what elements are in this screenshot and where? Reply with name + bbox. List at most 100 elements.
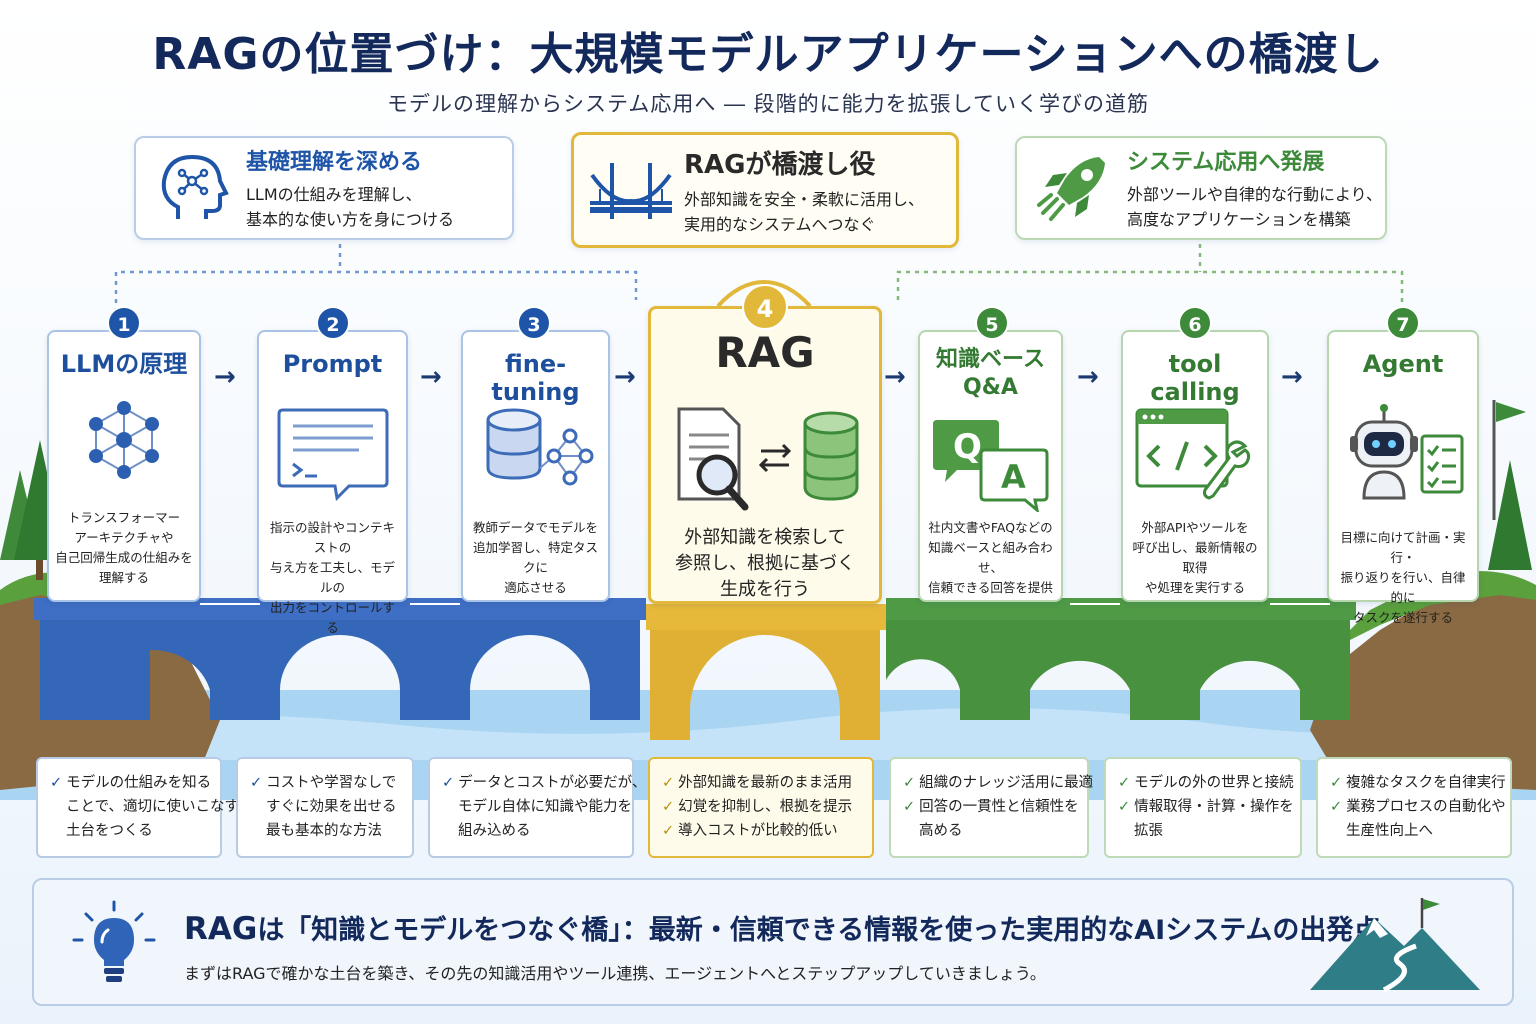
connector-foundation	[114, 270, 638, 312]
bridge-deck-blue	[34, 598, 646, 620]
check-icon: ✓	[1330, 799, 1343, 815]
river-wave	[0, 707, 1536, 760]
svg-text:A: A	[1001, 458, 1026, 496]
step-number-5: 5	[975, 306, 1009, 340]
arrow-right-icon: →	[214, 362, 236, 392]
check-icon: ✓	[662, 799, 675, 815]
step-card-knowledge-qa: 知識ベース Q&A Q A 社内文書やFAQなどの 知識ベースと組み合わせ、 信…	[918, 330, 1063, 602]
step-desc-line: 外部APIやツールを	[1141, 520, 1249, 535]
page-subtitle: モデルの理解からシステム応用へ ― 段階的に能力を拡張していく学びの道筋	[386, 92, 1150, 116]
step-name: RAG	[715, 328, 815, 377]
step-desc-line: タスクを遂行する	[1352, 610, 1453, 625]
check-icon: ✓	[250, 775, 263, 791]
benefit-card-knowledge-qa: ✓組織のナレッジ活用に最適 ✓回答の一貫性と信頼性を 高める	[889, 757, 1093, 858]
banner-headline-rag: RAG	[184, 911, 258, 947]
step-card-rag: RAG 外部知識を検索して 参照し、根拠に基づく 生成を行う	[648, 306, 882, 604]
group-application-title: システム応用へ発展	[1127, 150, 1325, 175]
step-name: fine-tuning	[491, 350, 580, 406]
connector-application	[896, 270, 1404, 312]
group-foundation-line2: 基本的な使い方を身につける	[246, 210, 455, 229]
bridge-arch-gold	[650, 630, 880, 740]
banner-subtext: まずはRAGで確かな土台を築き、その先の知識活用やツール連携、エージェントへとス…	[184, 964, 1046, 983]
group-foundation: 基礎理解を深める LLMの仕組みを理解し、 基本的な使い方を身につける	[134, 136, 514, 240]
benefit-line: 組織のナレッジ活用に最適	[919, 775, 1094, 791]
group-bridge-line1: 外部知識を安全・柔軟に活用し、	[684, 189, 925, 209]
check-icon: ✓	[442, 775, 455, 791]
benefit-line: 拡張	[1134, 823, 1163, 839]
check-icon: ✓	[1118, 799, 1131, 815]
benefit-line: 情報取得・計算・操作を	[1134, 799, 1294, 815]
banner-headline-text: は「知識とモデルをつなぐ橋」：最新・信頼できる情報を使った実用的なAIシステムの…	[257, 915, 1381, 946]
rocket-icon	[1037, 157, 1105, 221]
database-network-icon	[486, 408, 593, 486]
benefit-line: データとコストが必要だが、	[458, 775, 647, 791]
bridge-deck-gold	[646, 604, 886, 630]
head-network-icon	[161, 154, 229, 219]
step-desc-line: 振り返りを行い、自律的に	[1340, 570, 1466, 605]
step-number-6: 6	[1178, 306, 1212, 340]
qa-bubbles-icon: Q A	[932, 420, 1048, 512]
bridge-icon	[590, 163, 672, 219]
step-card-prompt: Prompt 指示の設計やコンテキストの 与え方を工夫し、モデルの 出力をコント…	[257, 330, 408, 635]
check-icon: ✓	[1118, 775, 1131, 791]
benefit-card-fine-tuning: ✓データとコストが必要だが、 モデル自体に知識や能力を 組み込める	[428, 757, 646, 858]
step-number-1: 1	[107, 306, 141, 340]
lightbulb-icon	[72, 900, 156, 982]
check-icon: ✓	[1330, 775, 1343, 791]
step-desc-line: 信頼できる回答を提供	[928, 580, 1053, 595]
step-desc-line: 呼び出し、最新情報の取得	[1132, 540, 1258, 575]
step-desc-line: や処理を実行する	[1144, 580, 1245, 595]
right-trees	[1488, 460, 1532, 570]
benefit-line: モデルの外の世界と接続	[1134, 775, 1294, 791]
step-desc-line: 生成を行う	[720, 579, 810, 600]
step-desc-line: 追加学習し、特定タスクに	[472, 540, 598, 575]
group-application: システム応用へ発展 外部ツールや自律的な行動により、 高度なアプリケーションを構…	[1015, 136, 1387, 240]
group-bridge-line2: 実用的なシステムへつなぐ	[684, 214, 876, 234]
arrow-right-icon: →	[1281, 362, 1303, 392]
benefit-card-rag: ✓外部知識を最新のまま活用 ✓幻覚を抑制し、根拠を提示 ✓導入コストが比較的低い	[648, 757, 874, 858]
step-desc-line: 参照し、根拠に基づく	[675, 553, 855, 574]
document-search-database-icon	[677, 407, 859, 511]
right-cliff	[1310, 584, 1536, 790]
bridge-deck-green	[886, 598, 1356, 620]
step-desc-line: 適応させる	[504, 580, 567, 595]
bridge-arches-green	[886, 620, 1350, 720]
benefit-line: 最も基本的な方法	[266, 823, 382, 839]
bridge-arches-blue	[40, 620, 640, 720]
benefit-card-agent: ✓複雑なタスクを自律実行 ✓業務プロセスの自動化や 生産性向上へ	[1316, 757, 1512, 858]
group-foundation-title: 基礎理解を深める	[246, 150, 423, 175]
step-number-2: 2	[316, 306, 350, 340]
step-desc-line: 理解する	[98, 570, 149, 585]
step-desc-line: アーキテクチャや	[74, 530, 174, 545]
step-number-3: 3	[517, 306, 551, 340]
check-icon: ✓	[903, 775, 916, 791]
benefit-line: モデルの仕組みを知る	[66, 775, 212, 791]
group-bridge: RAGが橋渡し役 外部知識を安全・柔軟に活用し、 実用的なシステムへつなぐ	[571, 132, 959, 248]
benefit-line: 高める	[919, 823, 963, 839]
benefit-line: 組み込める	[458, 823, 531, 839]
benefit-line: 幻覚を抑制し、根拠を提示	[678, 799, 853, 815]
step-name: Prompt	[282, 350, 383, 378]
mountain-flag-icon	[1310, 898, 1480, 993]
step-desc-line: 与え方を工夫し、モデルの	[269, 560, 395, 595]
check-icon: ✓	[50, 775, 63, 791]
page-title: RAGの位置づけ：大規模モデルアプリケーションへの橋渡し	[152, 29, 1384, 80]
step-desc-line: 社内文書やFAQなどの	[928, 520, 1053, 535]
benefit-line: 複雑なタスクを自律実行	[1346, 775, 1506, 791]
step-name-line2: Q&A	[963, 375, 1018, 400]
check-icon: ✓	[903, 799, 916, 815]
step-desc-line: 外部知識を検索して	[684, 527, 846, 548]
benefit-card-tool-calling: ✓モデルの外の世界と接続 ✓情報取得・計算・操作を 拡張	[1104, 757, 1302, 858]
arrow-right-icon: →	[420, 362, 442, 392]
benefit-card-prompt: ✓コストや学習なしで すぐに効果を出せる 最も基本的な方法	[236, 757, 414, 858]
check-icon: ✓	[662, 775, 675, 791]
benefit-line: 業務プロセスの自動化や	[1346, 799, 1506, 815]
step-name: Agent	[1362, 350, 1444, 378]
step-name: tool calling	[1150, 350, 1240, 406]
robot-checklist-icon	[1350, 404, 1464, 500]
benefit-line: モデル自体に知識や能力を	[458, 799, 632, 815]
step-desc-line: 教師データでモデルを	[472, 520, 598, 535]
step-name: LLMの原理	[60, 350, 188, 378]
step-desc-line: 自己回帰生成の仕組みを	[55, 550, 193, 565]
